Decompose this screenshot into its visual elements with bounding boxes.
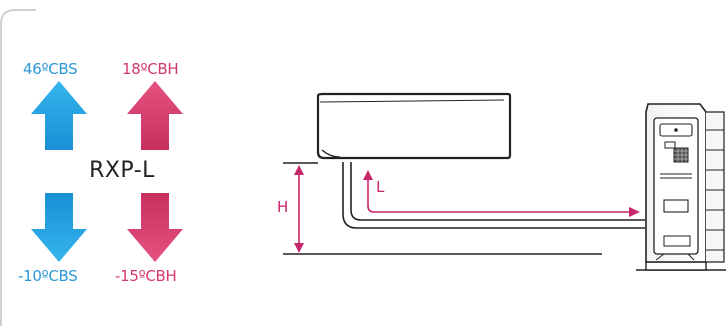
indoor-unit	[316, 92, 512, 160]
height-dimension	[294, 165, 304, 253]
length-label: L	[376, 178, 385, 196]
max-cooling-temp-label: 46ºCBS	[23, 60, 78, 78]
model-label: RXP-L	[89, 158, 155, 183]
cooling-up-arrow	[31, 81, 87, 150]
min-heating-temp-label: -15ºCBH	[115, 267, 177, 285]
frame-border	[0, 9, 36, 326]
heating-up-arrow	[127, 81, 183, 150]
min-cooling-temp-label: -10ºCBS	[18, 267, 78, 285]
cooling-down-arrow	[31, 193, 87, 262]
heating-down-arrow	[127, 193, 183, 262]
max-heating-temp-label: 18ºCBH	[122, 60, 179, 78]
length-dimension	[363, 170, 640, 217]
height-label: H	[277, 198, 289, 216]
refrigerant-pipes	[342, 162, 645, 229]
outdoor-unit	[636, 103, 726, 271]
